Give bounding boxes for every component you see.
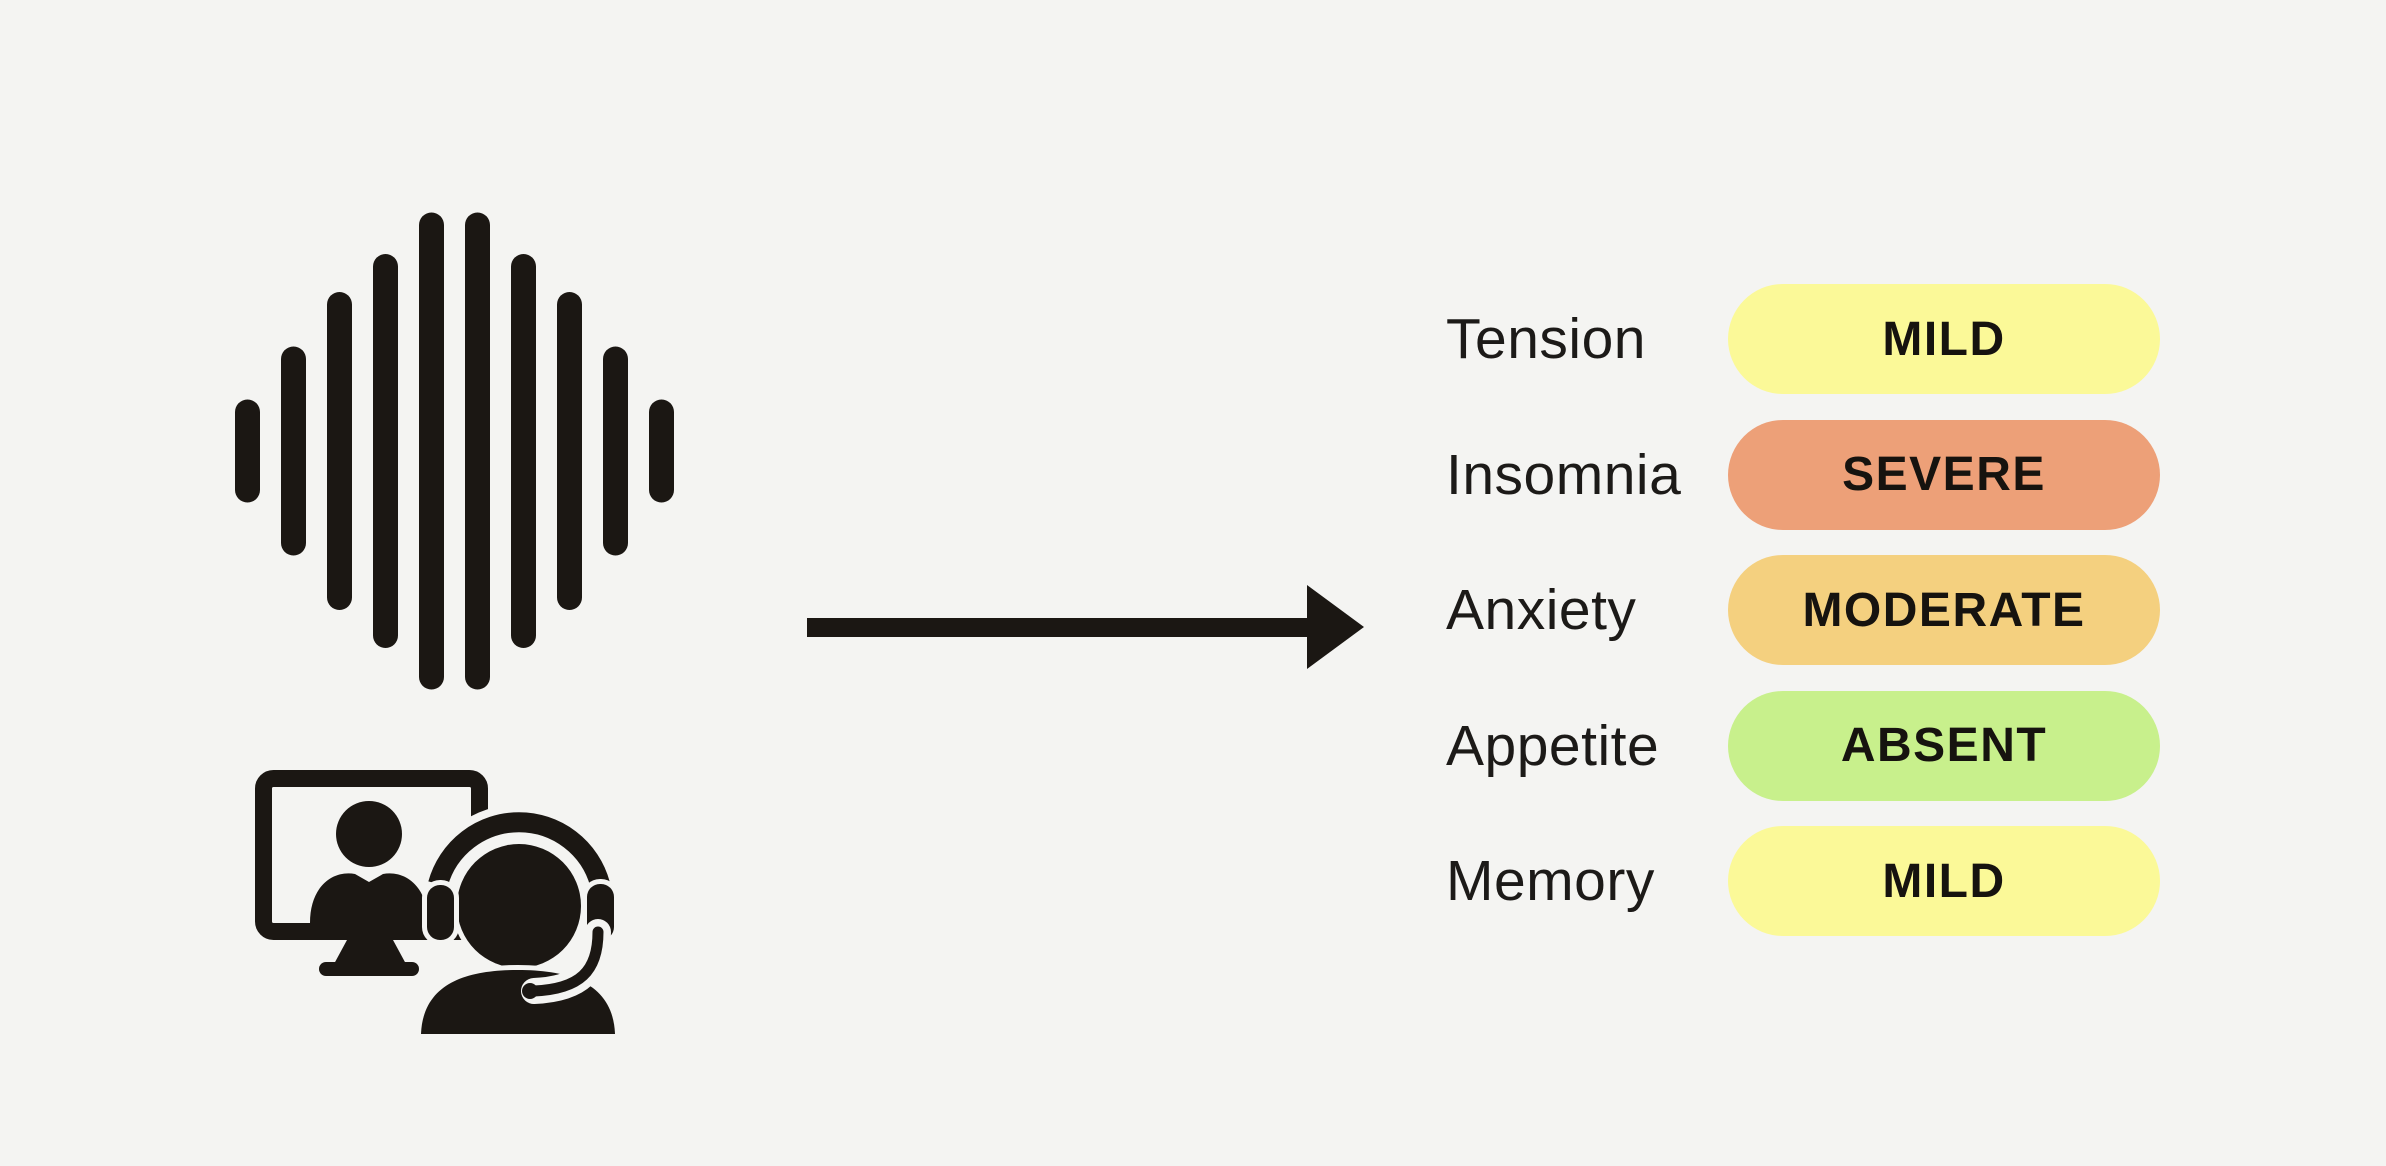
- support-agent-icon: [415, 804, 621, 1039]
- soundwave-bar: [419, 212, 444, 690]
- soundwave-bar: [603, 346, 628, 556]
- symptom-label: Appetite: [1446, 713, 1660, 778]
- severity-badge: ABSENT: [1728, 690, 2160, 801]
- soundwave-bar: [327, 292, 352, 610]
- severity-badge: MILD: [1728, 284, 2160, 394]
- symptom-row: Anxiety MODERATE: [1446, 555, 2160, 665]
- severity-badge: SEVERE: [1728, 419, 2160, 530]
- symptom-label: Memory: [1446, 849, 1655, 913]
- monitor-stand: [334, 940, 406, 964]
- soundwave-bar: [649, 399, 674, 503]
- soundwave-bar: [281, 346, 306, 556]
- symptom-row: Memory MILD: [1446, 826, 2160, 936]
- symptom-label: Anxiety: [1446, 578, 1637, 642]
- soundwave-bar: [557, 292, 582, 610]
- soundwave-bar: [373, 254, 398, 648]
- severity-badge: MILD: [1728, 826, 2160, 936]
- monitor-stand-base: [319, 962, 419, 976]
- symptom-label: Tension: [1446, 307, 1646, 371]
- soundwave-icon: [235, 212, 674, 690]
- soundwave-bar: [235, 399, 260, 503]
- symptom-label: Insomnia: [1446, 442, 1682, 507]
- symptom-row: Tension MILD: [1446, 284, 2160, 394]
- telehealth-consultation-icon: [255, 770, 621, 1039]
- onscreen-person-icon: [310, 801, 428, 923]
- soundwave-bar: [465, 212, 490, 690]
- symptom-row: Insomnia SEVERE: [1446, 419, 2160, 530]
- severity-badge: MODERATE: [1728, 555, 2160, 665]
- microphone-tip: [522, 983, 538, 999]
- symptom-row: Appetite ABSENT: [1446, 690, 2160, 801]
- arrow-right-icon: [807, 585, 1364, 669]
- soundwave-bar: [511, 254, 536, 648]
